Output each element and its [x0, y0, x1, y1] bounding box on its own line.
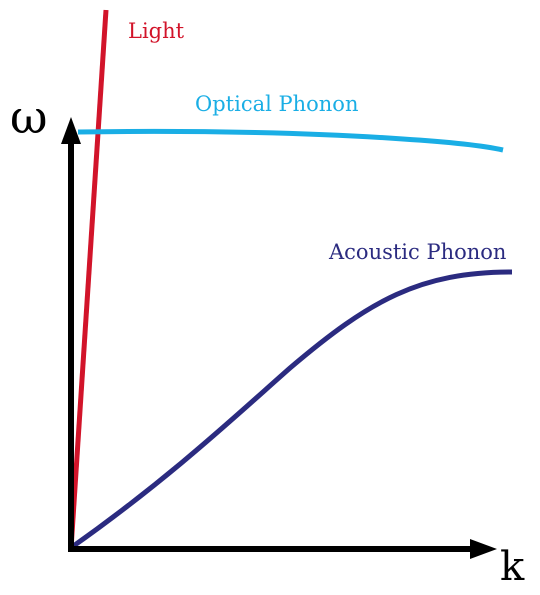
- x-axis-arrowhead: [470, 539, 497, 559]
- optical-phonon-curve: [77, 128, 504, 153]
- y-axis-label: ω: [10, 90, 48, 144]
- acoustic-phonon-curve: [70, 269, 513, 550]
- optical-phonon-label: Optical Phonon: [195, 92, 358, 116]
- x-axis-label: k: [500, 544, 525, 590]
- y-axis-arrowhead: [61, 117, 81, 144]
- acoustic-phonon-label: Acoustic Phonon: [328, 240, 506, 264]
- light-curve: [68, 9, 109, 550]
- light-label: Light: [128, 19, 185, 43]
